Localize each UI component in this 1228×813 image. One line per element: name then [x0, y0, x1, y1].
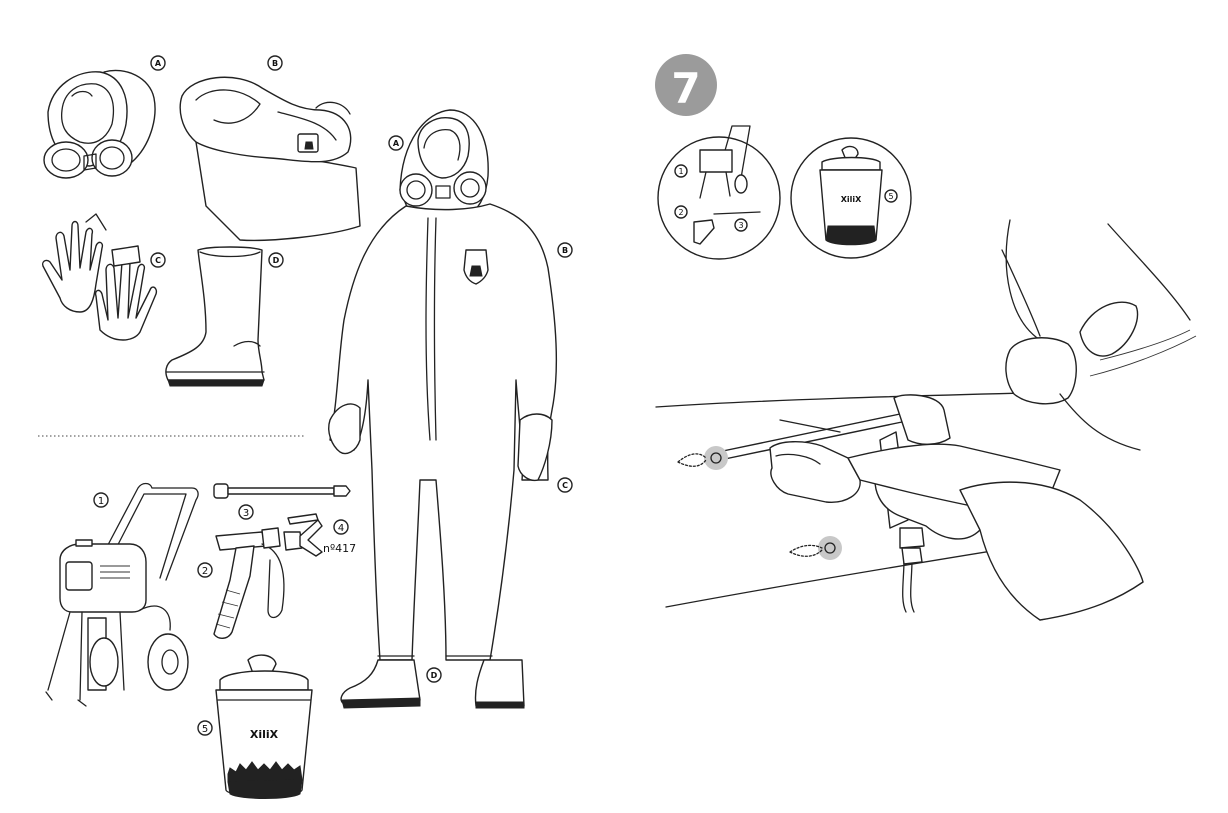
svg-text:7: 7 — [671, 64, 700, 113]
spray-gun-illustration — [213, 527, 285, 639]
sprayer-number: 1 — [93, 492, 109, 508]
extension-wand-illustration — [213, 483, 351, 499]
svg-text:3: 3 — [243, 508, 249, 519]
inset-extension-number: 3 — [734, 218, 748, 232]
svg-text:1: 1 — [678, 167, 683, 176]
boot-illustration — [165, 246, 265, 387]
svg-text:XiliX: XiliX — [841, 195, 862, 204]
svg-text:XiliX: XiliX — [250, 728, 279, 741]
figure-boots-label: D — [426, 667, 442, 683]
inset-sprayer-number: 1 — [674, 164, 688, 178]
coverall-label: B — [267, 55, 283, 71]
gloves-label: C — [150, 252, 166, 268]
equipment-inset — [657, 125, 781, 260]
mask-label: A — [150, 55, 166, 71]
bucket-inset: XiliX — [790, 137, 912, 259]
nozzle-code: nº417 — [323, 542, 356, 555]
svg-text:1: 1 — [98, 496, 104, 507]
bucket-number: 5 — [197, 720, 213, 736]
svg-text:5: 5 — [888, 192, 893, 201]
svg-text:B: B — [272, 59, 278, 68]
protected-worker-illustration — [328, 109, 558, 709]
inset-gun-number: 2 — [674, 205, 688, 219]
nozzle-illustration — [283, 513, 323, 557]
svg-text:B: B — [562, 246, 568, 255]
folded-coverall-illustration — [179, 76, 361, 242]
svg-text:C: C — [155, 256, 161, 265]
inset-bucket-number: 5 — [884, 189, 898, 203]
full-face-mask-illustration — [43, 69, 156, 179]
airless-sprayer-illustration — [45, 482, 199, 707]
svg-text:3: 3 — [738, 221, 743, 230]
svg-text:4: 4 — [338, 523, 344, 534]
figure-gloves-label: C — [557, 477, 573, 493]
svg-text:D: D — [273, 256, 280, 265]
svg-text:C: C — [562, 481, 568, 490]
svg-text:2: 2 — [202, 566, 208, 577]
left-page: A B C — [38, 55, 573, 799]
svg-text:5: 5 — [202, 724, 208, 735]
spray-gun-number: 2 — [197, 562, 213, 578]
extension-number: 3 — [238, 504, 254, 520]
boots-label: D — [268, 252, 284, 268]
figure-mask-label: A — [388, 135, 404, 151]
svg-text:2: 2 — [678, 208, 683, 217]
svg-text:A: A — [393, 139, 400, 148]
svg-text:A: A — [155, 59, 162, 68]
right-page: 7 1 2 3 X — [655, 54, 1197, 621]
gloves-illustration — [41, 213, 158, 341]
spraying-scene-illustration — [655, 219, 1197, 621]
nozzle-number: 4 — [333, 519, 349, 535]
bucket-illustration: XiliX — [215, 654, 313, 799]
svg-text:D: D — [431, 671, 438, 680]
step-badge: 7 — [655, 54, 717, 116]
figure-coverall-label: B — [557, 242, 573, 258]
